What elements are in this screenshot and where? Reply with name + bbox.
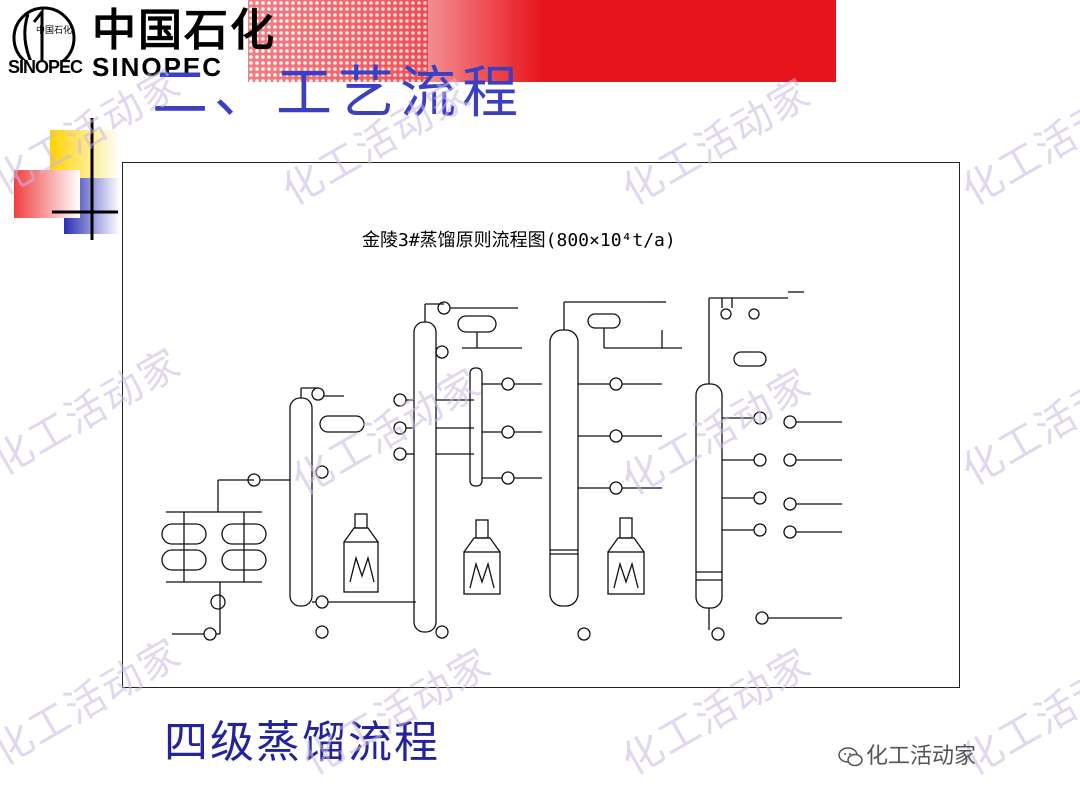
decorative-squares bbox=[14, 118, 120, 240]
heat-exchanger-bank bbox=[161, 511, 267, 583]
watermark: 化工活动家 bbox=[954, 70, 1080, 215]
furnace-2 bbox=[463, 519, 501, 595]
furnace-1 bbox=[343, 513, 379, 593]
furnace-3 bbox=[607, 517, 645, 595]
atmospheric-column bbox=[413, 321, 437, 633]
process-flow-diagram bbox=[161, 291, 842, 641]
wechat-icon bbox=[838, 747, 863, 767]
slide-subtitle: 四级蒸馏流程 bbox=[164, 717, 440, 768]
brand-name-en: SINOPEC bbox=[92, 52, 224, 82]
slide-title: 二、工艺流程 bbox=[152, 61, 524, 126]
brand-name-cn: 中国石化 bbox=[92, 5, 276, 56]
diagram-frame bbox=[122, 162, 960, 688]
side-stripper bbox=[469, 367, 483, 487]
logo-badge-text: 中国石化 bbox=[36, 26, 73, 36]
logo-badge-en: SINOPEC bbox=[8, 57, 83, 77]
header-banner bbox=[248, 0, 836, 82]
prefrac-column bbox=[289, 397, 313, 607]
diagram-title: 金陵3#蒸馏原则流程图(800×10⁴t/a) bbox=[362, 230, 676, 251]
sinopec-logo bbox=[12, 6, 86, 78]
vacuum-column-1 bbox=[549, 329, 579, 607]
vacuum-column-2 bbox=[695, 383, 723, 609]
watermark: 化工活动家 bbox=[954, 350, 1080, 495]
footer-watermark: 化工活动家 bbox=[866, 744, 977, 769]
